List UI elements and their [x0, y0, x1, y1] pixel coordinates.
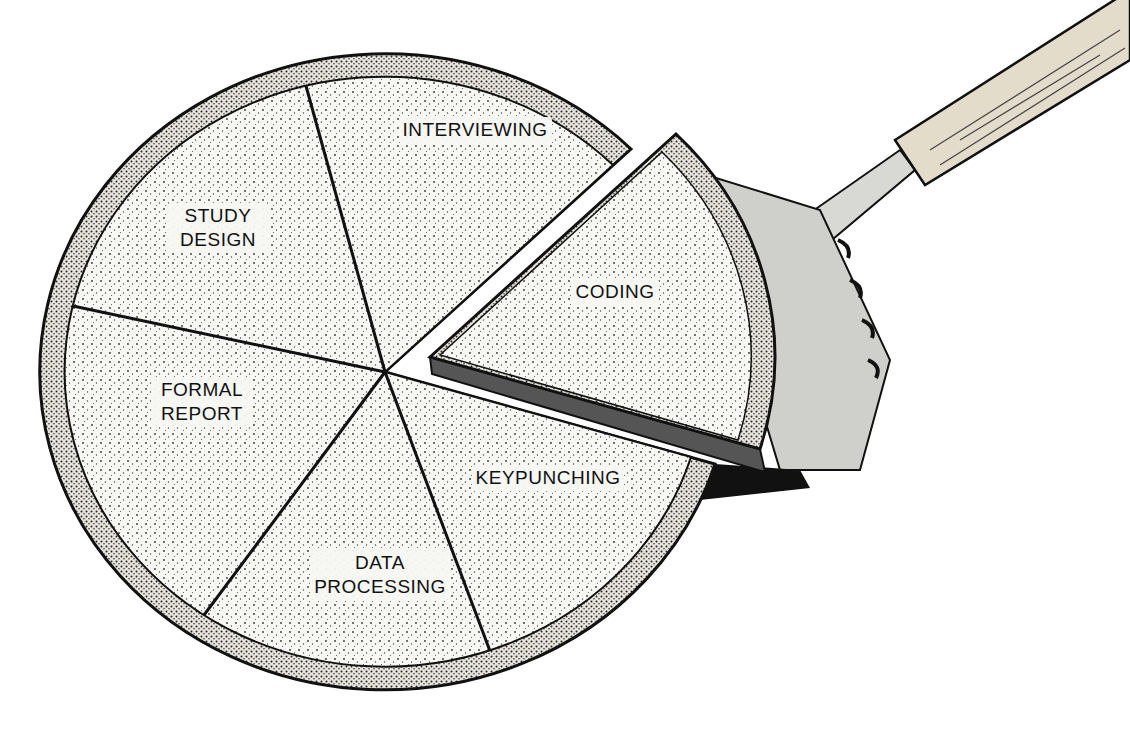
pie-slice-label: INTERVIEWING	[399, 117, 552, 143]
lifted-slice	[430, 134, 775, 472]
slice-cuts	[73, 86, 490, 651]
pie-slice-label: FORMAL REPORT	[152, 377, 252, 427]
pie-slice-label: STUDY DESIGN	[168, 203, 268, 253]
slice-label: STUDY DESIGN	[168, 203, 268, 253]
slice-label: CODING	[572, 279, 659, 305]
slice-label: INTERVIEWING	[399, 117, 552, 143]
slice-label: DATA PROCESSING	[310, 550, 450, 600]
pie-slice-label: DATA PROCESSING	[310, 550, 450, 600]
pie-slice-label: CODING	[572, 279, 659, 305]
pie-slice-label: KEYPUNCHING	[472, 465, 625, 491]
slice-label: KEYPUNCHING	[472, 465, 625, 491]
slice-label: FORMAL REPORT	[152, 377, 252, 427]
